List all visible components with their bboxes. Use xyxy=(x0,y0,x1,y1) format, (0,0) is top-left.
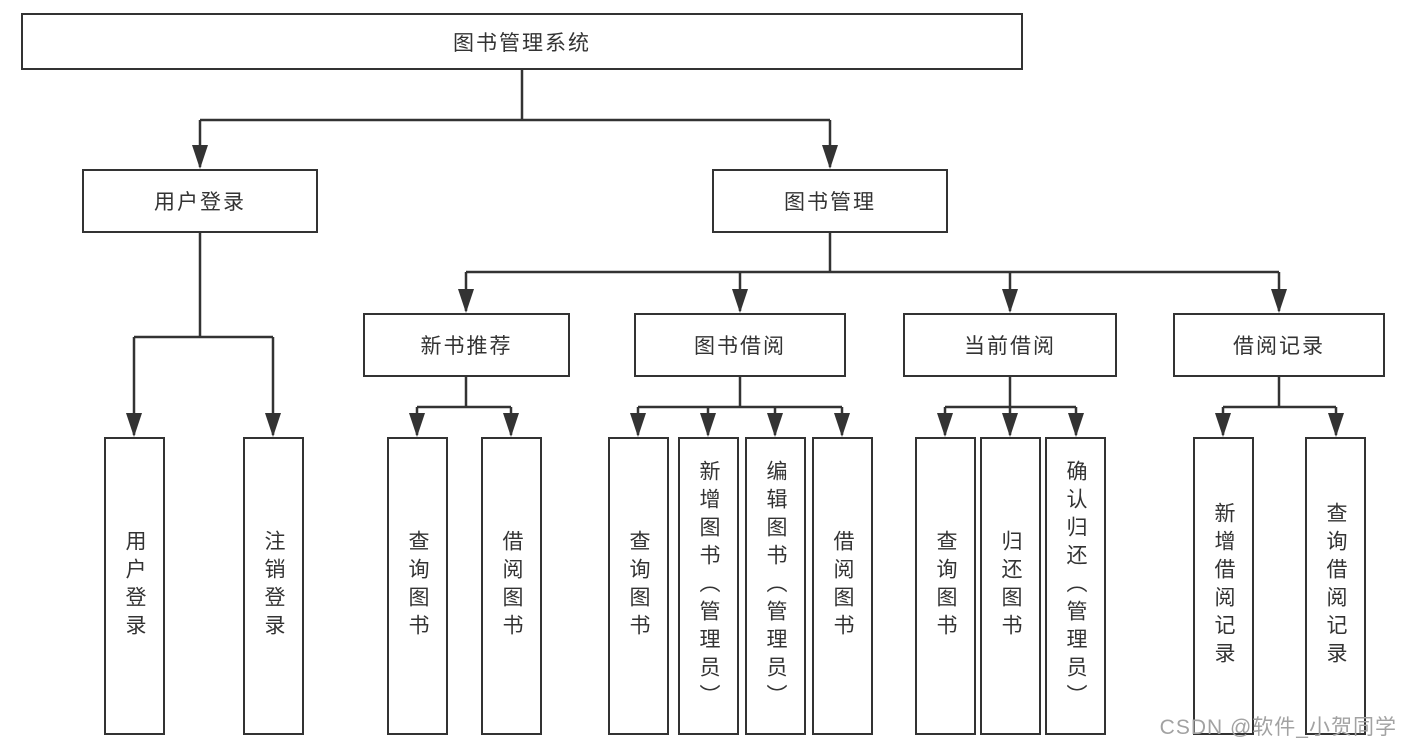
leaf-query-books-recommendation: 查询图书 xyxy=(387,437,448,735)
leaf-label: 新增借阅记录 xyxy=(1212,502,1235,670)
connector-borrow-records-to-leaves xyxy=(1215,377,1344,437)
connector-book-borrow-to-leaves xyxy=(630,377,850,437)
connector-new-book-rec-to-leaves xyxy=(409,377,519,437)
connector-user-login-to-leaves xyxy=(126,233,281,437)
leaf-borrow-books-borrowing: 借阅图书 xyxy=(812,437,873,735)
leaf-label: 借阅图书 xyxy=(500,530,523,642)
connector-book-mgmt-to-level2 xyxy=(458,233,1287,313)
leaf-return-books: 归还图书 xyxy=(980,437,1041,735)
leaf-label: 查询图书 xyxy=(934,530,957,642)
leaf-logout: 注销登录 xyxy=(243,437,304,735)
node-current-borrowing: 当前借阅 xyxy=(903,313,1117,377)
leaf-add-borrow-record: 新增借阅记录 xyxy=(1193,437,1254,735)
connector-current-borrow-to-leaves xyxy=(937,377,1084,437)
leaf-label: 新增图书（管理员） xyxy=(697,460,720,712)
leaf-label: 注销登录 xyxy=(262,530,285,642)
leaf-label: 归还图书 xyxy=(999,530,1022,642)
connector-root-to-level1 xyxy=(192,70,838,169)
leaf-edit-books-admin: 编辑图书（管理员） xyxy=(745,437,806,735)
node-root-library-system: 图书管理系统 xyxy=(21,13,1023,70)
leaf-confirm-return-admin: 确认归还（管理员） xyxy=(1045,437,1106,735)
node-label: 借阅记录 xyxy=(1233,335,1325,358)
leaf-borrow-books-recommendation: 借阅图书 xyxy=(481,437,542,735)
node-label: 用户登录 xyxy=(154,191,246,214)
leaf-label: 借阅图书 xyxy=(831,530,854,642)
leaf-label: 查询图书 xyxy=(627,530,650,642)
leaf-label: 查询图书 xyxy=(406,530,429,642)
leaf-label: 用户登录 xyxy=(123,530,146,642)
leaf-add-books-admin: 新增图书（管理员） xyxy=(678,437,739,735)
node-label: 当前借阅 xyxy=(964,335,1056,358)
node-label: 图书借阅 xyxy=(694,335,786,358)
leaf-label: 查询借阅记录 xyxy=(1324,502,1347,670)
leaf-user-login: 用户登录 xyxy=(104,437,165,735)
leaf-label: 确认归还（管理员） xyxy=(1064,460,1087,712)
node-book-borrowing: 图书借阅 xyxy=(634,313,846,377)
node-borrowing-records: 借阅记录 xyxy=(1173,313,1385,377)
node-user-login: 用户登录 xyxy=(82,169,318,233)
leaf-query-books-borrowing: 查询图书 xyxy=(608,437,669,735)
leaf-query-books-current: 查询图书 xyxy=(915,437,976,735)
leaf-label: 编辑图书（管理员） xyxy=(764,460,787,712)
node-new-book-recommendation: 新书推荐 xyxy=(363,313,570,377)
csdn-watermark: CSDN @软件_小贺同学 xyxy=(1159,716,1397,739)
node-label: 图书管理系统 xyxy=(453,31,591,55)
node-book-management: 图书管理 xyxy=(712,169,948,233)
node-label: 新书推荐 xyxy=(420,335,513,358)
node-label: 图书管理 xyxy=(784,191,876,214)
leaf-query-borrow-record: 查询借阅记录 xyxy=(1305,437,1366,735)
